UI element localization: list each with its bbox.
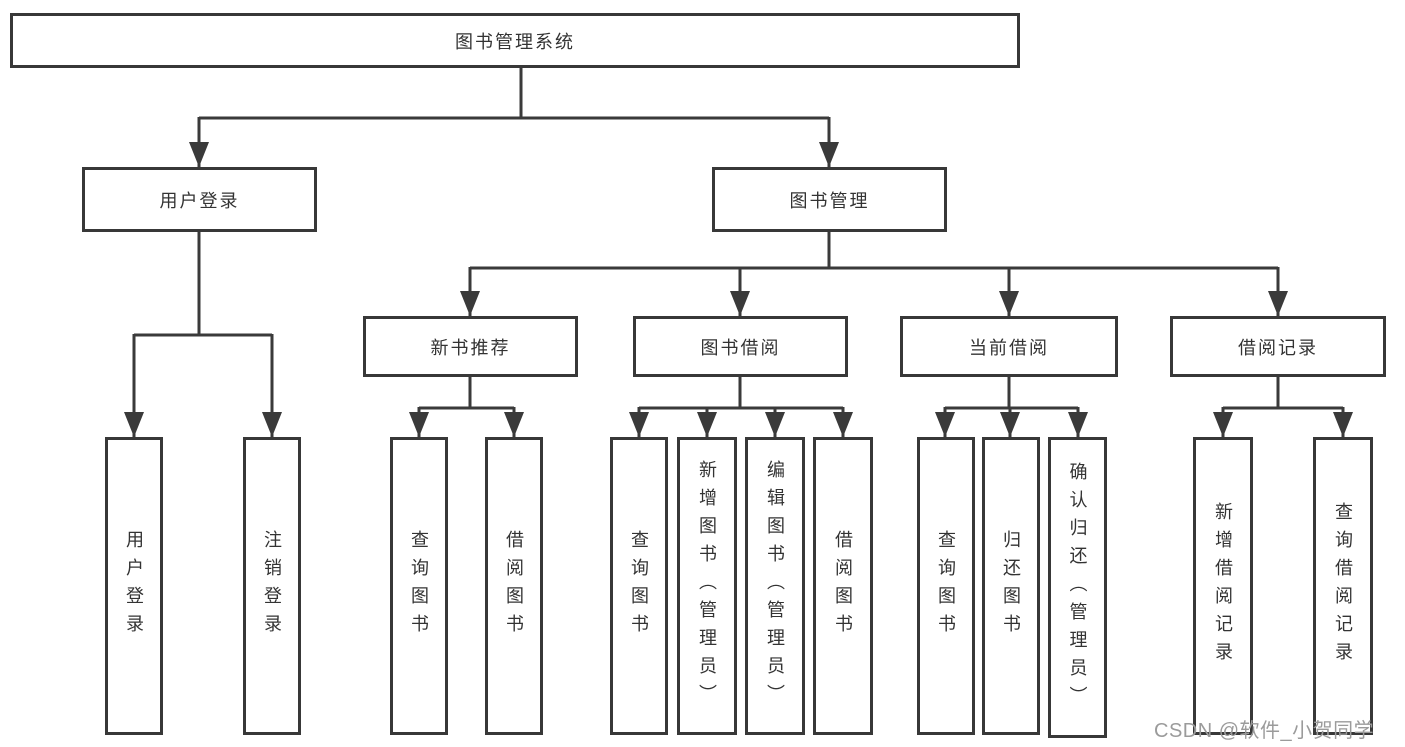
node-label: 新增借阅记录	[1213, 502, 1233, 670]
node-label: 查询图书	[629, 530, 649, 642]
node-label: 新增图书（管理员）	[697, 460, 717, 712]
node-library-system: 图书管理系统	[10, 13, 1020, 68]
node-label: 新书推荐	[430, 337, 511, 358]
connector-root	[189, 68, 839, 167]
connector-book-borrow	[629, 377, 853, 437]
node-query-borrow-record: 查询借阅记录	[1313, 437, 1373, 735]
node-new-book-recommendation: 新书推荐	[363, 316, 578, 377]
node-label: 查询借阅记录	[1333, 502, 1353, 670]
node-current-borrowing: 当前借阅	[900, 316, 1118, 377]
node-label: 借阅记录	[1238, 337, 1318, 358]
node-edit-book-admin: 编辑图书（管理员）	[745, 437, 805, 735]
node-label: 图书管理系统	[455, 31, 575, 52]
node-label: 用户登录	[124, 530, 144, 642]
node-label: 借阅图书	[504, 530, 524, 642]
node-label: 确认归还（管理员）	[1067, 461, 1088, 714]
node-book-borrowing: 图书借阅	[633, 316, 848, 377]
node-return-book: 归还图书	[982, 437, 1040, 735]
node-user-login-leaf: 用户登录	[105, 437, 163, 735]
node-label: 归还图书	[1001, 530, 1021, 642]
node-label: 编辑图书（管理员）	[765, 460, 785, 712]
connector-user-login	[124, 232, 282, 437]
node-add-book-admin: 新增图书（管理员）	[677, 437, 737, 735]
node-user-login: 用户登录	[82, 167, 317, 232]
node-borrow-books-recommend: 借阅图书	[485, 437, 543, 735]
node-label: 查询图书	[936, 530, 956, 642]
node-label: 图书借阅	[700, 337, 781, 358]
csdn-watermark: CSDN @软件_小贺同学	[1154, 720, 1375, 742]
node-label: 查询图书	[409, 530, 429, 642]
node-confirm-return-admin: 确认归还（管理员）	[1048, 437, 1107, 738]
connector-book-management	[460, 232, 1288, 316]
node-label: 注销登录	[262, 530, 282, 642]
node-add-borrow-record: 新增借阅记录	[1193, 437, 1253, 735]
connector-current-borrow	[935, 377, 1088, 437]
node-label: 当前借阅	[969, 337, 1049, 358]
node-book-management: 图书管理	[712, 167, 947, 232]
node-query-books-borrow: 查询图书	[610, 437, 668, 735]
connector-new-book	[409, 377, 524, 437]
node-label: 用户登录	[159, 190, 240, 211]
node-query-books-current: 查询图书	[917, 437, 975, 735]
node-query-books-recommend: 查询图书	[390, 437, 448, 735]
node-label: 借阅图书	[833, 530, 853, 642]
connector-borrow-record	[1213, 377, 1353, 437]
node-label: 图书管理	[789, 190, 870, 211]
node-borrow-books-leaf: 借阅图书	[813, 437, 873, 735]
node-logout: 注销登录	[243, 437, 301, 735]
node-borrowing-records: 借阅记录	[1170, 316, 1386, 377]
